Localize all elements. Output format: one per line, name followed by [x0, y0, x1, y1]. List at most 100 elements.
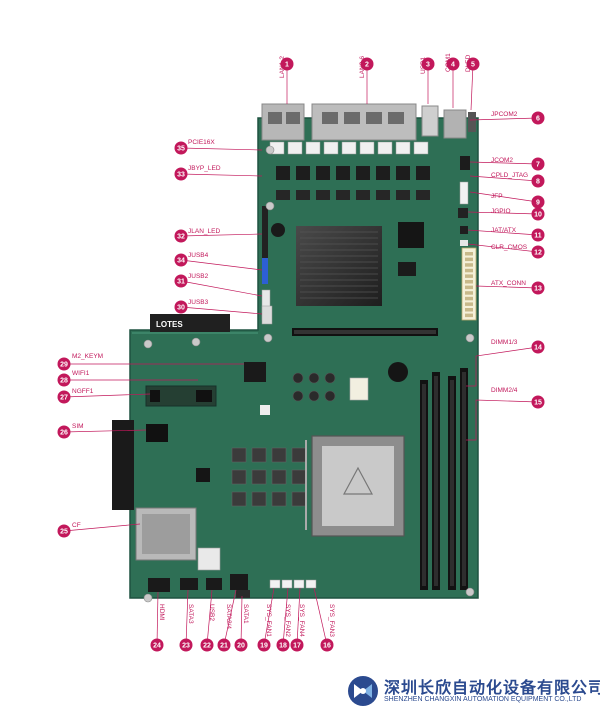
callout-badge-5	[466, 57, 480, 71]
callout-number-13: 13	[534, 286, 542, 293]
callout-badge-27	[57, 390, 71, 404]
leader-line-5	[470, 63, 474, 111]
m2-keym-slot	[244, 362, 266, 382]
vrm-choke-5	[231, 469, 247, 485]
callout-label-5: DLED	[465, 54, 472, 72]
vrm-choke-1	[231, 447, 247, 463]
callout-label-10: JGPIO	[491, 208, 511, 215]
atx-pin-4	[465, 268, 473, 273]
lan-phy-3	[316, 190, 330, 200]
leader-line-12	[467, 243, 539, 253]
wifi1-connector	[196, 390, 212, 402]
super-io-chip	[398, 262, 416, 276]
vrm-choke-7	[271, 469, 287, 485]
callout-label-24: HDMI	[158, 604, 165, 621]
lan-jack-4	[388, 112, 404, 124]
callout-number-20: 20	[237, 643, 245, 650]
lan-controller-7	[396, 166, 410, 180]
leader-line-6	[469, 117, 539, 121]
callout-number-3: 3	[426, 62, 430, 69]
callout-label-14: DIMM1/3	[491, 339, 518, 346]
lan-phy-2	[296, 190, 310, 200]
leader-line-10	[467, 211, 539, 215]
callout-badge-30	[174, 300, 188, 314]
callout-badge-26	[57, 425, 71, 439]
callout-number-1: 1	[285, 62, 289, 69]
mounting-hole-5	[143, 593, 153, 603]
vrm-choke-9	[231, 491, 247, 507]
leader-line-35	[180, 147, 263, 151]
sys-fan-header-1	[269, 579, 281, 589]
capacitor-1	[292, 372, 304, 384]
callout-number-23: 23	[182, 643, 190, 650]
callout-label-30: JUSB3	[188, 299, 209, 306]
callout-badge-28	[57, 373, 71, 387]
vrm-choke-2	[251, 447, 267, 463]
eps-power-connector	[349, 377, 369, 401]
callout-badge-31	[174, 274, 188, 288]
leader-lines	[63, 63, 539, 646]
components-layer: LOTES	[112, 103, 477, 603]
callout-label-16: SYS_FAN3	[328, 604, 335, 637]
callout-number-34: 34	[177, 258, 185, 265]
callout-number-7: 7	[536, 162, 540, 169]
atx-pin-6	[465, 280, 473, 284]
callout-label-32: JLAN_LED	[188, 228, 220, 235]
callout-label-34: JUSB4	[188, 252, 209, 259]
vrm-choke-12	[291, 491, 307, 507]
lan2-jack	[286, 112, 300, 124]
callout-label-35: PCIE16X	[188, 139, 215, 146]
lan-phy-1	[276, 190, 290, 200]
capacitor-3	[324, 372, 336, 384]
callout-badge-12	[531, 245, 545, 259]
mounting-hole-3	[263, 333, 273, 343]
callout-10: 10 JGPIO	[491, 207, 545, 221]
callout-label-28: WIFI1	[72, 370, 90, 377]
magnetic-3	[305, 141, 321, 155]
vrm-choke-8	[291, 469, 307, 485]
callout-badge-11	[531, 228, 545, 242]
callout-number-10: 10	[534, 212, 542, 219]
lan-controller-5	[356, 166, 370, 180]
sys-fan-header-4	[305, 579, 317, 589]
callout-label-31: JUSB2	[188, 273, 209, 280]
callout-badge-6	[531, 111, 545, 125]
capacitor-5	[308, 390, 320, 402]
leader-line-33	[180, 173, 263, 177]
callout-badge-4	[446, 57, 460, 71]
sys-fan-header-3	[293, 579, 305, 589]
buzzer	[271, 223, 285, 237]
leader-line-30	[180, 306, 263, 315]
callout-label-15: DIMM2/4	[491, 387, 518, 394]
leader-line-11	[467, 229, 539, 236]
callout-badge-10	[531, 207, 545, 221]
cpu-warning-icon	[342, 466, 374, 495]
callout-label-19: SYS_FAN1	[265, 604, 272, 637]
lan-jack-3	[366, 112, 382, 124]
lan-controller-6	[376, 166, 390, 180]
sim-slot	[146, 424, 168, 442]
callout-badge-29	[57, 357, 71, 371]
lan-controller-4	[336, 166, 350, 180]
leader-line-15	[466, 399, 539, 441]
dled-header	[468, 112, 476, 132]
callout-label-3: USB1	[420, 57, 427, 74]
callout-label-1: LAN1-2	[279, 56, 286, 78]
callout-number-25: 25	[60, 529, 68, 536]
atx-pin-7	[465, 285, 473, 290]
